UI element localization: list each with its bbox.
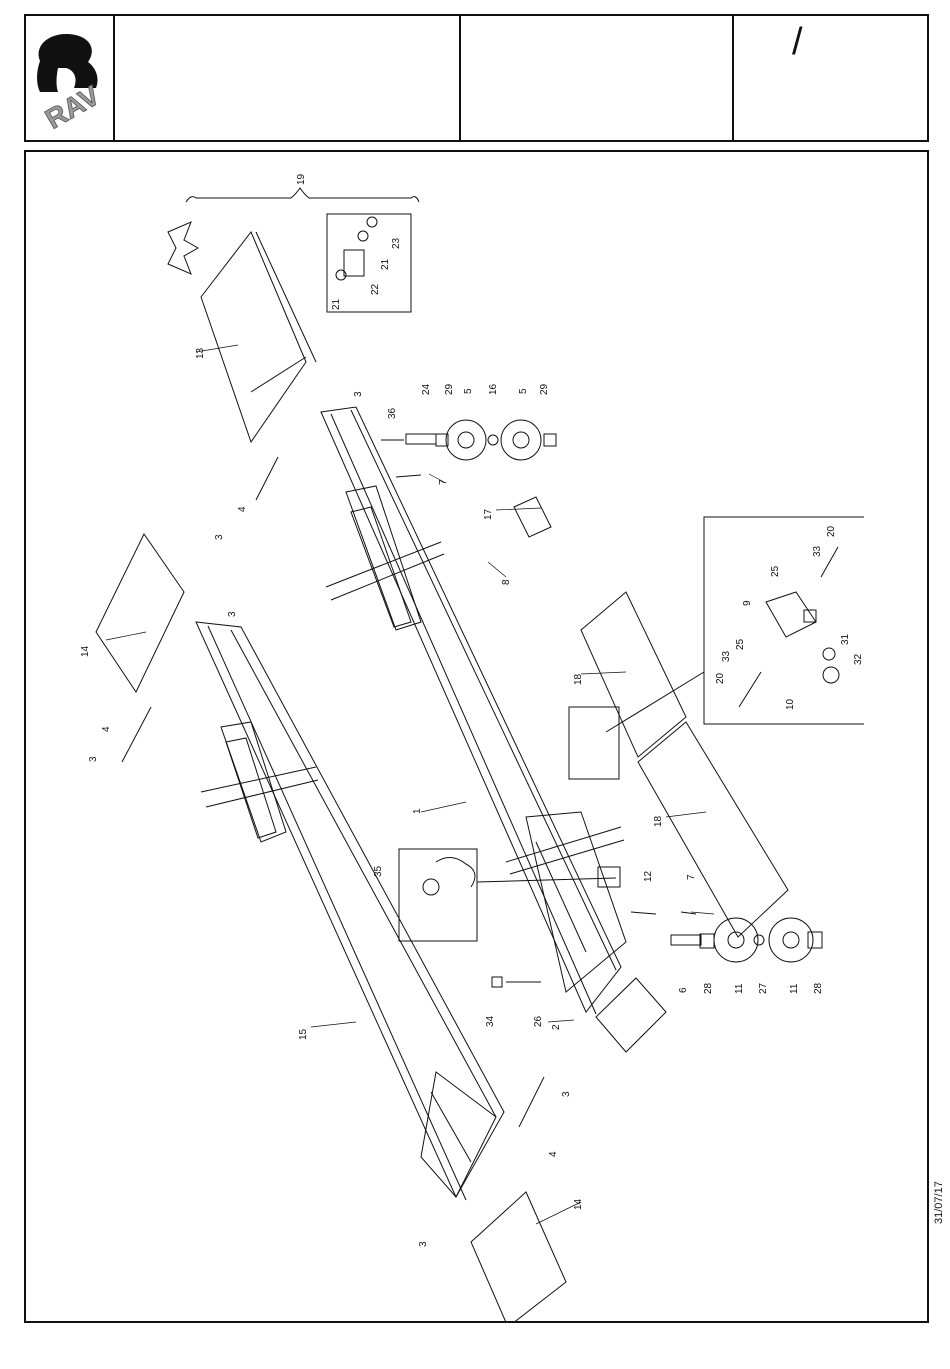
callout-label: 33: [721, 650, 732, 662]
plate-18-top: [581, 592, 686, 757]
callout-label: 23: [391, 237, 402, 249]
callout-label: 18: [573, 673, 584, 685]
callout-labels: 1 2 3 3 3 3 3 3 4 4 4 5 5 6 7 7 8 9 10 1…: [80, 173, 864, 1247]
callout-label: 27: [758, 982, 769, 994]
callout-label: 19: [296, 173, 307, 185]
pulley-assembly-top: [381, 420, 556, 460]
callout-label: 11: [734, 983, 745, 994]
callout-label: 26: [533, 1015, 544, 1027]
callout-label: 22: [370, 283, 381, 295]
title-cell: [115, 16, 461, 140]
callout-label: 29: [539, 383, 550, 395]
callout-label: 5: [518, 388, 529, 394]
callout-label: 35: [373, 865, 384, 877]
detail-box-19: [186, 188, 419, 312]
callout-label: 14: [573, 1198, 584, 1210]
callout-label: 4: [101, 726, 112, 732]
callout-label: 3: [227, 611, 238, 617]
callout-label: 33: [812, 545, 823, 557]
callout-label: 8: [501, 579, 512, 585]
callout-label: 20: [715, 672, 726, 684]
bracket-2: [596, 978, 666, 1052]
callout-label: 3: [214, 534, 225, 540]
exploded-view-diagram: 1 2 3 3 3 3 3 3 4 4 4 5 5 6 7 7 8 9 10 1…: [26, 152, 927, 1321]
callout-label: 18: [653, 815, 664, 827]
callout-label: 28: [813, 982, 824, 994]
callout-label: 12: [643, 870, 654, 882]
callout-label: 25: [770, 565, 781, 577]
callout-label: 34: [485, 1015, 496, 1027]
callout-label: 4: [548, 1151, 559, 1157]
plate-18-bottom: [638, 722, 788, 937]
callout-label: 24: [421, 383, 432, 395]
logo-cell: RAV: [26, 16, 115, 140]
cover-plate-14-bottom: [471, 1192, 566, 1321]
detail-box-bearing: [569, 707, 619, 779]
fasteners: [122, 457, 696, 1127]
detail-box-9: [606, 517, 864, 732]
sheet-mark: /: [792, 21, 803, 63]
callout-label: 31: [840, 633, 851, 645]
callout-label: 17: [483, 508, 494, 520]
code-cell: [461, 16, 734, 140]
plate-17: [514, 497, 551, 537]
callout-label: 16: [488, 383, 499, 395]
runway-left: [196, 622, 504, 1321]
callout-label: 3: [418, 1241, 429, 1247]
callout-label: 13: [195, 347, 206, 359]
callout-label: 3: [353, 391, 364, 397]
callout-label: 4: [237, 506, 248, 512]
title-block: RAV /: [24, 14, 929, 142]
sheet-cell: /: [734, 16, 927, 140]
callout-label: 6: [678, 987, 689, 993]
callout-label: 7: [438, 479, 449, 485]
callout-label: 11: [789, 983, 800, 994]
rav-logo: RAV: [26, 16, 113, 140]
callout-label: 29: [444, 383, 455, 395]
exploded-view-frame: 1 2 3 3 3 3 3 3 4 4 4 5 5 6 7 7 8 9 10 1…: [24, 150, 929, 1323]
direction-arrow: [168, 222, 198, 274]
callout-label: 28: [703, 982, 714, 994]
callout-label: 10: [785, 698, 796, 710]
callout-label: 32: [853, 653, 864, 665]
callout-label: 9: [742, 600, 753, 606]
callout-label: 7: [686, 874, 697, 880]
callout-label: 21: [331, 298, 342, 310]
revision-date: 31/07/17: [929, 1170, 949, 1270]
callout-label: 3: [561, 1091, 572, 1097]
callout-label: 25: [735, 638, 746, 650]
callout-label: 15: [298, 1028, 309, 1040]
ramp-13: [201, 232, 316, 442]
callout-label: 5: [463, 388, 474, 394]
date-text: 31/07/17: [933, 1181, 945, 1224]
callout-label: 36: [387, 407, 398, 419]
callout-label: 2: [551, 1024, 562, 1030]
callout-label: 21: [380, 258, 391, 270]
runway-right: [321, 407, 626, 1014]
callout-label: 20: [826, 525, 837, 537]
callout-label: 14: [80, 645, 91, 657]
cover-plate-14-top: [96, 534, 184, 692]
pulley-assembly-bottom: [671, 918, 822, 962]
leader-lines: [106, 345, 714, 1224]
callout-label: 3: [88, 756, 99, 762]
callout-label: 1: [412, 808, 423, 814]
